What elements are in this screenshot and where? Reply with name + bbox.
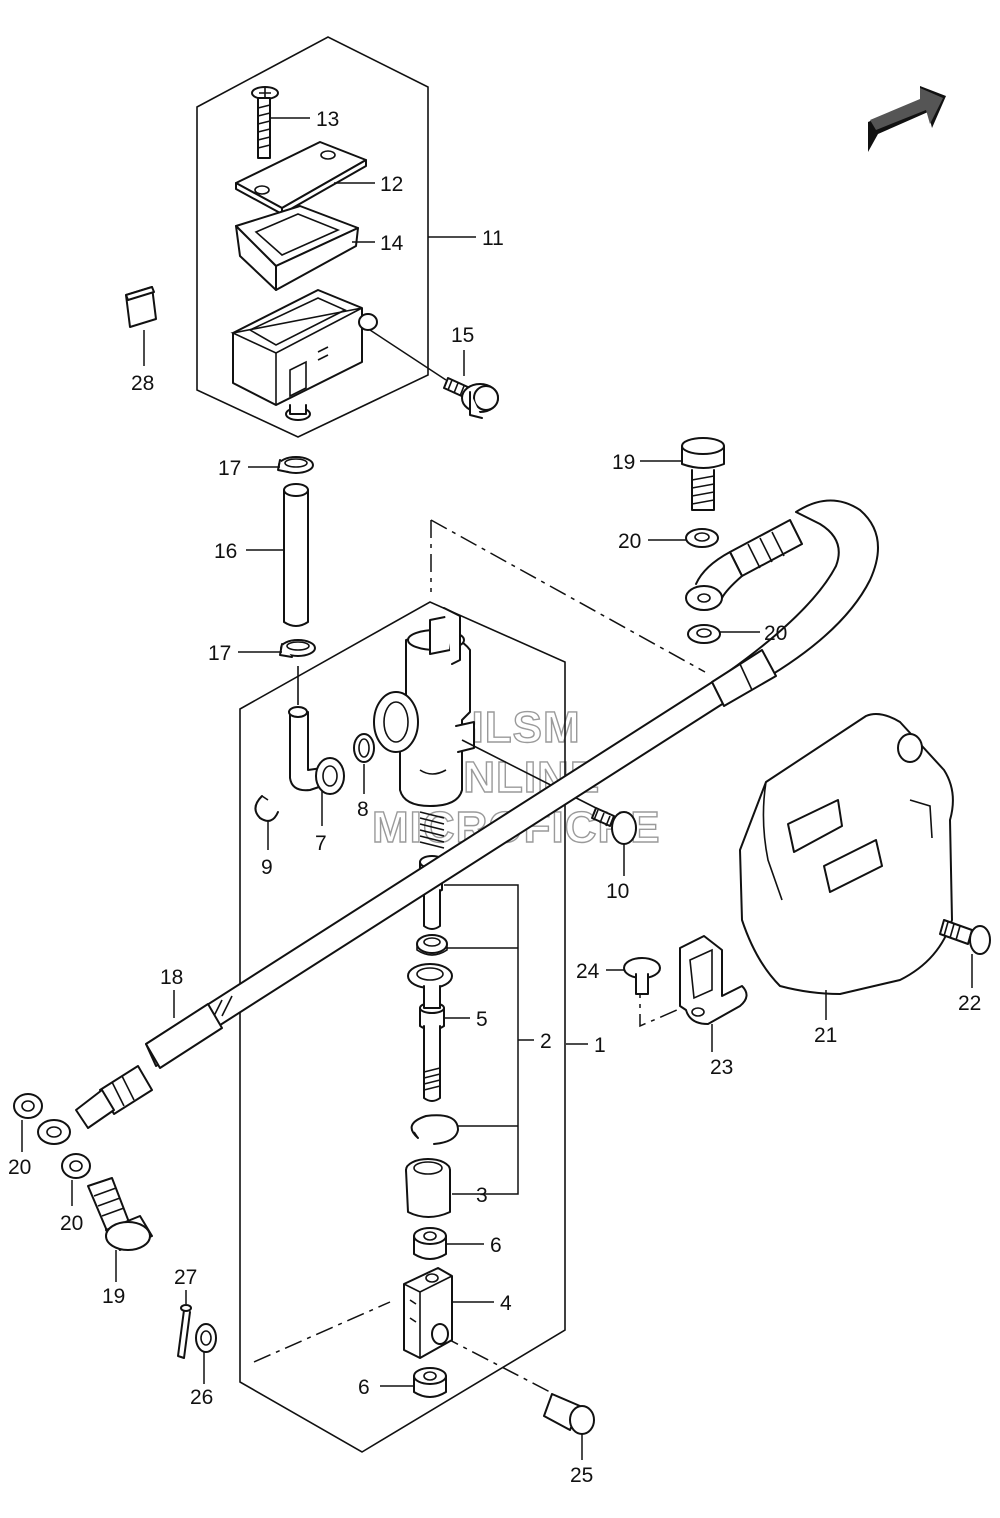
callout-17-lower: 17 bbox=[208, 642, 231, 665]
callout-19-lower: 19 bbox=[102, 1285, 125, 1308]
callout-5: 5 bbox=[476, 1008, 488, 1031]
master-cylinder-group-frame bbox=[239, 601, 566, 1453]
part-23-bracket bbox=[679, 935, 748, 1025]
part-17-hose-clamp-upper bbox=[277, 456, 314, 474]
part-5-push-rod bbox=[419, 985, 445, 1102]
reservoir-body bbox=[230, 289, 378, 421]
snap-ring bbox=[410, 1114, 459, 1145]
callout-20-lower-b: 20 bbox=[60, 1212, 83, 1235]
brake-hose-route-upper-2 bbox=[430, 519, 706, 673]
callout-28: 28 bbox=[131, 372, 154, 395]
callout-22: 22 bbox=[958, 992, 981, 1015]
part-19-banjo-bolt-upper bbox=[681, 437, 725, 511]
callout-6-lower: 6 bbox=[358, 1376, 370, 1399]
return-spring bbox=[419, 811, 445, 849]
callout-24: 24 bbox=[576, 960, 600, 983]
callout-6-upper: 6 bbox=[490, 1234, 502, 1257]
pin-route bbox=[441, 1335, 551, 1393]
part-6-nut-upper bbox=[413, 1227, 447, 1260]
part-4-clevis bbox=[403, 1267, 453, 1359]
part-13-cap-screw bbox=[251, 86, 279, 159]
callout-3: 3 bbox=[476, 1184, 488, 1207]
callout-9: 9 bbox=[261, 856, 273, 879]
callout-26: 26 bbox=[190, 1386, 213, 1409]
part-17-hose-clamp-lower bbox=[279, 639, 316, 658]
part-14-diaphragm bbox=[235, 205, 359, 291]
callout-17-upper: 17 bbox=[218, 457, 241, 480]
part-20-washer-lower-b bbox=[61, 1153, 91, 1179]
part-3-boot bbox=[405, 1158, 451, 1218]
part-7-elbow-fitting bbox=[288, 666, 345, 795]
washer-seal bbox=[407, 963, 453, 989]
part-27-cotter-pin bbox=[177, 1304, 192, 1359]
callout-18: 18 bbox=[160, 966, 183, 989]
callout-27: 27 bbox=[174, 1266, 197, 1289]
part-19-banjo-bolt-lower bbox=[87, 1177, 153, 1251]
part-21-guard bbox=[739, 713, 954, 995]
part-6-nut-lower bbox=[413, 1367, 447, 1398]
part-18-brake-hose bbox=[37, 499, 879, 1145]
part-9-circlip bbox=[254, 795, 279, 822]
callout-8: 8 bbox=[357, 798, 369, 821]
reservoir-group-frame bbox=[196, 36, 429, 438]
bracket-route bbox=[639, 980, 701, 1028]
callout-15: 15 bbox=[451, 324, 474, 347]
part-8-o-ring bbox=[353, 733, 375, 763]
callout-20-upper-a: 20 bbox=[618, 530, 641, 553]
callout-19-upper: 19 bbox=[612, 451, 635, 474]
part-26-washer bbox=[195, 1323, 217, 1353]
callout-10: 10 bbox=[606, 880, 629, 903]
callout-16: 16 bbox=[214, 540, 237, 563]
callout-11: 11 bbox=[482, 227, 504, 250]
callout-20-upper-b: 20 bbox=[764, 622, 787, 645]
secondary-cup bbox=[416, 934, 448, 956]
part-20-washer-upper-a bbox=[685, 528, 719, 548]
part-24-screw bbox=[623, 957, 661, 995]
callout-14: 14 bbox=[380, 232, 404, 255]
callout-23: 23 bbox=[710, 1056, 733, 1079]
callout-25: 25 bbox=[570, 1464, 593, 1487]
pushrod-route bbox=[253, 1301, 391, 1363]
callout-numbers: 13 12 14 11 15 28 17 16 17 19 20 20 7 8 … bbox=[8, 108, 981, 1487]
leader-lines bbox=[21, 117, 973, 1460]
brake-hose-upper-banjo bbox=[685, 519, 803, 611]
part-25-clevis-pin bbox=[543, 1393, 595, 1435]
part-22-bolt bbox=[939, 919, 991, 955]
callout-7: 7 bbox=[315, 832, 327, 855]
callout-4: 4 bbox=[500, 1292, 512, 1315]
callout-13: 13 bbox=[316, 108, 339, 131]
callout-2: 2 bbox=[540, 1030, 552, 1053]
callout-12: 12 bbox=[380, 173, 403, 196]
master-cylinder-body bbox=[373, 607, 597, 809]
part-15-bolt bbox=[443, 377, 499, 419]
part-16-hose bbox=[283, 483, 309, 627]
part-20-washer-upper-b bbox=[687, 624, 721, 644]
callout-20-lower-a: 20 bbox=[8, 1156, 31, 1179]
part-28-label-tag bbox=[125, 286, 157, 328]
callout-1: 1 bbox=[594, 1034, 606, 1057]
part-20-washer-lower-a bbox=[13, 1093, 43, 1119]
callout-21: 21 bbox=[814, 1024, 837, 1047]
part-12-reservoir-cap bbox=[235, 141, 367, 215]
fwd-direction-arrow: FWD bbox=[868, 86, 946, 154]
